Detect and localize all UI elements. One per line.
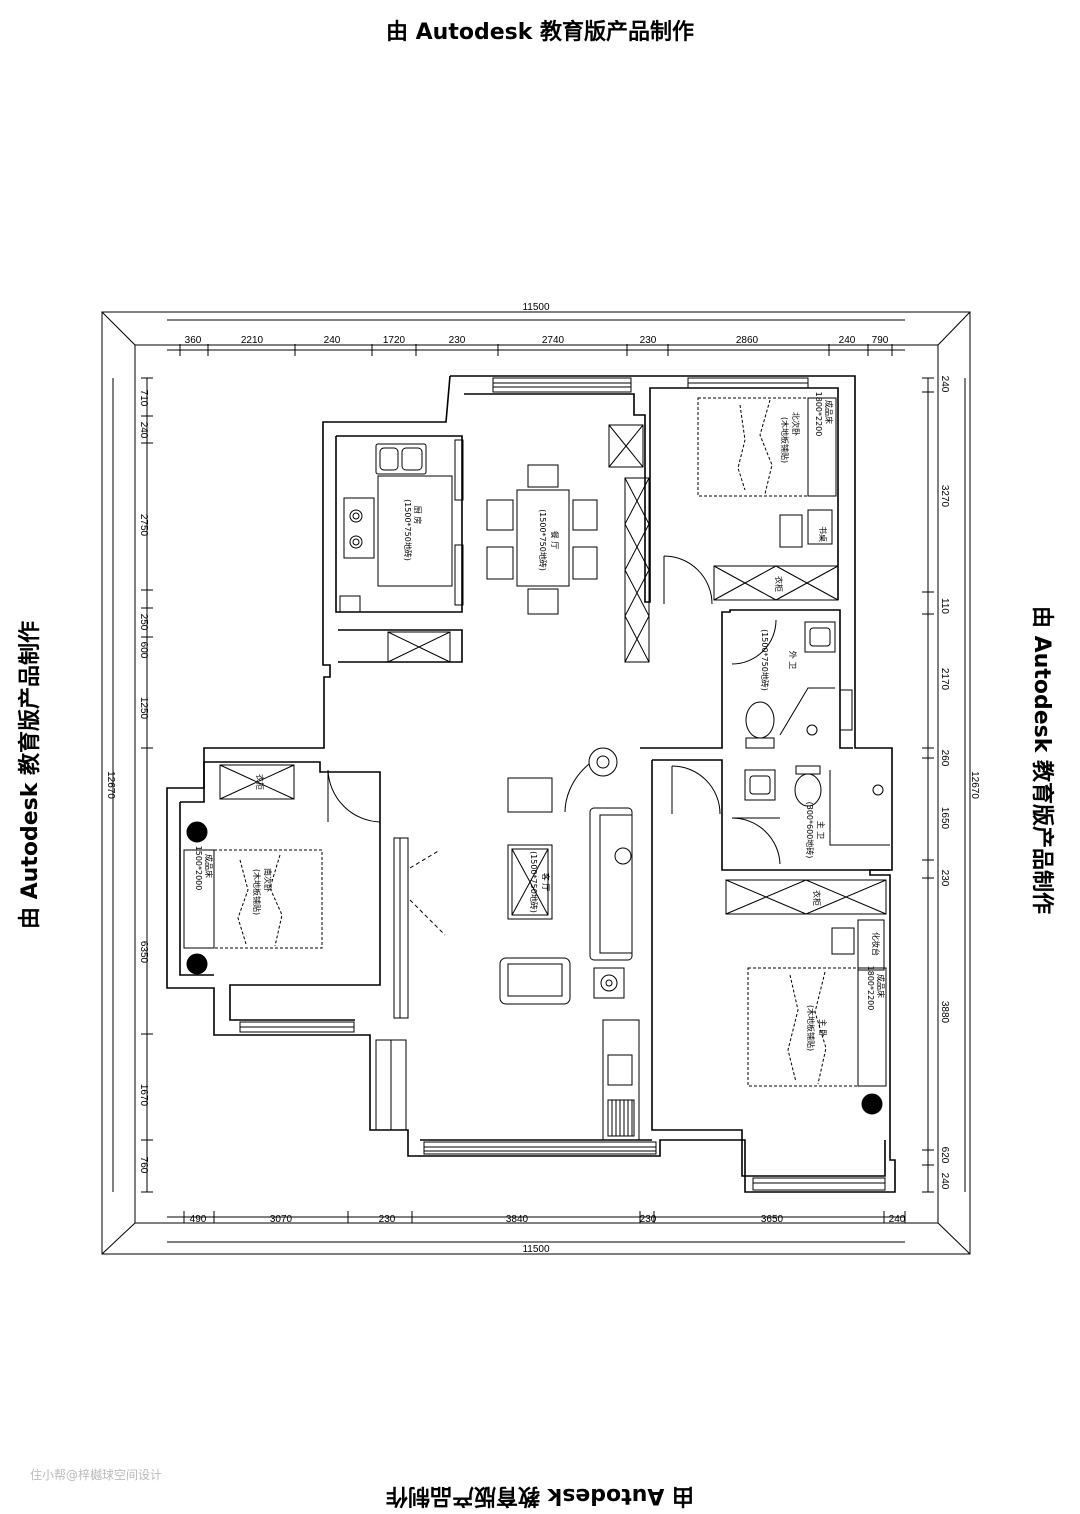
dim-bottom-0: 490 xyxy=(190,1214,207,1225)
dim-right-6: 230 xyxy=(939,870,950,887)
dim-right-2: 110 xyxy=(939,598,950,614)
kitchen-fixtures xyxy=(339,443,453,663)
label-bed-master: 成品床 xyxy=(876,974,886,998)
dim-right-1: 3270 xyxy=(939,485,950,508)
dim-overall-bottom: 11500 xyxy=(522,1244,550,1255)
label-bedroom-w: 南次卧 xyxy=(263,868,273,892)
frame-corner xyxy=(937,1222,971,1255)
frame-corner xyxy=(101,1222,136,1255)
guest-bath-fixtures xyxy=(745,621,836,749)
dim-bottom-1: 3070 xyxy=(270,1214,293,1225)
dim-bottom-4: 230 xyxy=(640,1214,657,1225)
dim-top-6: 230 xyxy=(640,335,657,346)
label-dresser: 化妆台 xyxy=(871,932,881,956)
label-kitchen-note: (1500*750地砖) xyxy=(403,499,413,561)
dim-top-1: 2210 xyxy=(241,335,264,346)
dim-left-8: 760 xyxy=(138,1157,149,1174)
label-bed-nw: 成品床 xyxy=(824,400,834,424)
label-wardrobe-nw: 衣柜 xyxy=(774,576,784,592)
dimension-ticks xyxy=(141,344,934,1223)
dim-overall-right: 12670 xyxy=(969,771,980,799)
dim-top-8: 240 xyxy=(839,335,856,346)
dim-right-9: 240 xyxy=(939,1173,950,1190)
outer-frame xyxy=(101,311,971,1255)
exterior-walls xyxy=(166,375,896,1193)
label-kitchen: 厨 房 xyxy=(413,506,423,525)
dim-left-7: 1670 xyxy=(138,1084,149,1107)
doors xyxy=(327,555,781,936)
label-living: 客 厅 xyxy=(541,873,551,892)
dim-right-0: 240 xyxy=(939,376,950,393)
label-bedroom-nw-note: (木地板铺贴) xyxy=(780,417,790,463)
autodesk-stamp-top: 由 Autodesk 教育版产品制作 xyxy=(385,20,695,45)
dim-left-0: 710 xyxy=(138,390,149,407)
dim-left-4: 600 xyxy=(138,642,149,659)
label-wardrobe-master: 衣柜 xyxy=(812,890,822,906)
dim-right-7: 3880 xyxy=(939,1001,950,1024)
dim-top-5: 2740 xyxy=(542,335,565,346)
dim-bottom-6: 240 xyxy=(889,1214,906,1225)
label-master-bath: 主 卫 xyxy=(816,821,826,840)
master-bath-fixtures xyxy=(744,765,890,846)
frame-corner xyxy=(937,311,971,346)
dim-right-8: 620 xyxy=(939,1147,950,1164)
living-furniture xyxy=(499,747,640,1141)
label-bedroom-nw: 北次卧 xyxy=(791,412,801,436)
dim-top-2: 240 xyxy=(324,335,341,346)
dim-overall-left: 12670 xyxy=(105,771,116,799)
dim-left-2: 2750 xyxy=(138,514,149,537)
label-dining-note: (1500*750地砖) xyxy=(538,509,548,571)
label-guest-bath-note: (1500*750地砖) xyxy=(760,629,770,691)
label-desk: 书桌 xyxy=(818,526,828,542)
dim-left-3: 250 xyxy=(138,614,149,631)
frame-corner xyxy=(101,311,136,346)
label-bed-w-size: 1500*2000 xyxy=(194,846,203,891)
dim-right-3: 2170 xyxy=(939,668,950,691)
dim-right-5: 1650 xyxy=(939,807,950,830)
label-guest-bath: 外 卫 xyxy=(788,651,798,670)
dim-left-6: 6350 xyxy=(138,941,149,964)
label-bed-w: 成品床 xyxy=(204,854,214,878)
dining-furniture xyxy=(486,424,650,663)
label-master-bed-note: (木地板铺贴) xyxy=(806,1005,816,1051)
master-bedroom-furniture xyxy=(725,879,887,1115)
label-bed-master-size: 1800*2200 xyxy=(866,966,875,1011)
dim-bottom-2: 230 xyxy=(379,1214,396,1225)
dim-overall-top: 11500 xyxy=(522,302,550,313)
label-master-bath-note: (300*600地砖) xyxy=(805,802,815,859)
dim-bottom-3: 3840 xyxy=(506,1214,529,1225)
label-bedroom-w-note: (木地板铺贴) xyxy=(252,869,262,915)
dim-left-5: 1250 xyxy=(138,697,149,720)
dim-top-0: 360 xyxy=(185,335,202,346)
dim-top-7: 2860 xyxy=(736,335,759,346)
dim-top-3: 1720 xyxy=(383,335,406,346)
label-master-bed: 主 卧 xyxy=(818,1019,828,1038)
label-wardrobe-w: 衣柜 xyxy=(255,774,265,790)
label-dining: 餐 厅 xyxy=(550,531,559,550)
dim-top-4: 230 xyxy=(449,335,466,346)
label-bed-nw-size: 1800*2200 xyxy=(814,392,823,437)
dim-bottom-5: 3650 xyxy=(761,1214,784,1225)
bedroom-w-furniture xyxy=(183,764,323,975)
label-living-note: (1500*750地砖) xyxy=(529,851,539,913)
dim-top-9: 790 xyxy=(872,335,889,346)
windows xyxy=(239,377,886,1191)
inner-frame xyxy=(134,344,939,1224)
dim-left-1: 240 xyxy=(138,422,149,439)
dim-right-4: 260 xyxy=(939,750,950,767)
bedroom-nw-furniture xyxy=(697,397,839,601)
watermark: 住小帮@梓樾球空间设计 xyxy=(30,1468,163,1482)
